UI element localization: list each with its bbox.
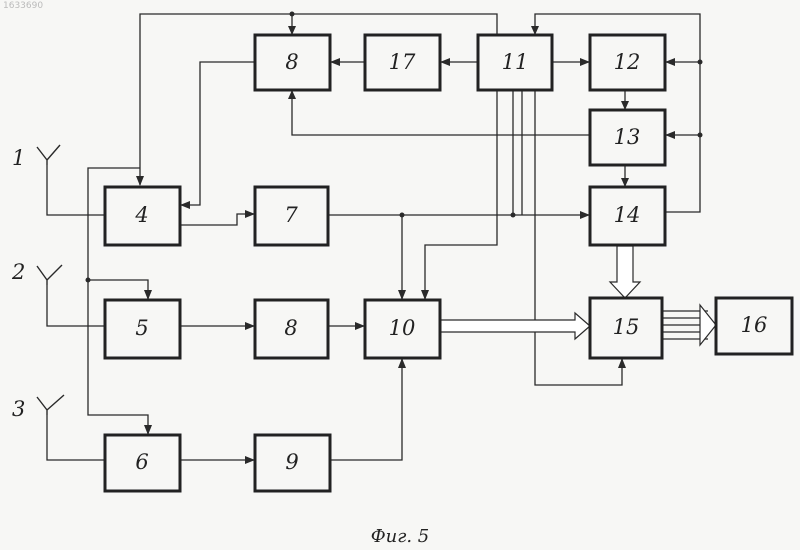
block-4: 4 — [105, 187, 180, 245]
block-12: 12 — [590, 35, 665, 90]
block-15: 15 — [590, 298, 662, 358]
svg-text:14: 14 — [614, 203, 641, 227]
block-14: 14 — [590, 187, 665, 245]
bus-arrows — [440, 246, 716, 345]
block-9: 9 — [255, 435, 330, 491]
antenna-1-label: 1 — [12, 146, 25, 170]
block-13: 13 — [590, 110, 665, 165]
svg-text:5: 5 — [135, 316, 148, 340]
svg-text:13: 13 — [614, 125, 641, 149]
block-8-top: 8 — [255, 35, 330, 90]
block-16: 16 — [716, 298, 792, 354]
block-7: 7 — [255, 187, 328, 245]
svg-text:9: 9 — [285, 450, 298, 474]
block-8-middle: 8 — [255, 300, 328, 358]
svg-text:17: 17 — [389, 50, 416, 74]
svg-text:4: 4 — [134, 203, 148, 227]
block-5: 5 — [105, 300, 180, 358]
connection-lines — [47, 14, 700, 460]
block-17: 17 — [365, 35, 440, 90]
block-11: 11 — [478, 35, 552, 90]
antenna-3: 3 — [12, 395, 64, 421]
block-6: 6 — [105, 435, 180, 491]
svg-text:11: 11 — [502, 50, 529, 74]
svg-text:12: 12 — [614, 50, 641, 74]
svg-text:16: 16 — [741, 313, 768, 337]
svg-text:6: 6 — [135, 450, 148, 474]
antenna-3-label: 3 — [12, 397, 25, 421]
antenna-1: 1 — [12, 145, 60, 170]
svg-text:10: 10 — [389, 316, 416, 340]
svg-text:7: 7 — [284, 203, 298, 227]
figure-caption: Фиг. 5 — [0, 526, 800, 547]
antenna-2-label: 2 — [11, 260, 25, 284]
svg-text:8: 8 — [285, 50, 298, 74]
svg-text:8: 8 — [284, 316, 297, 340]
antenna-2: 2 — [11, 260, 62, 285]
svg-text:15: 15 — [613, 315, 640, 339]
block-10: 10 — [365, 300, 440, 358]
